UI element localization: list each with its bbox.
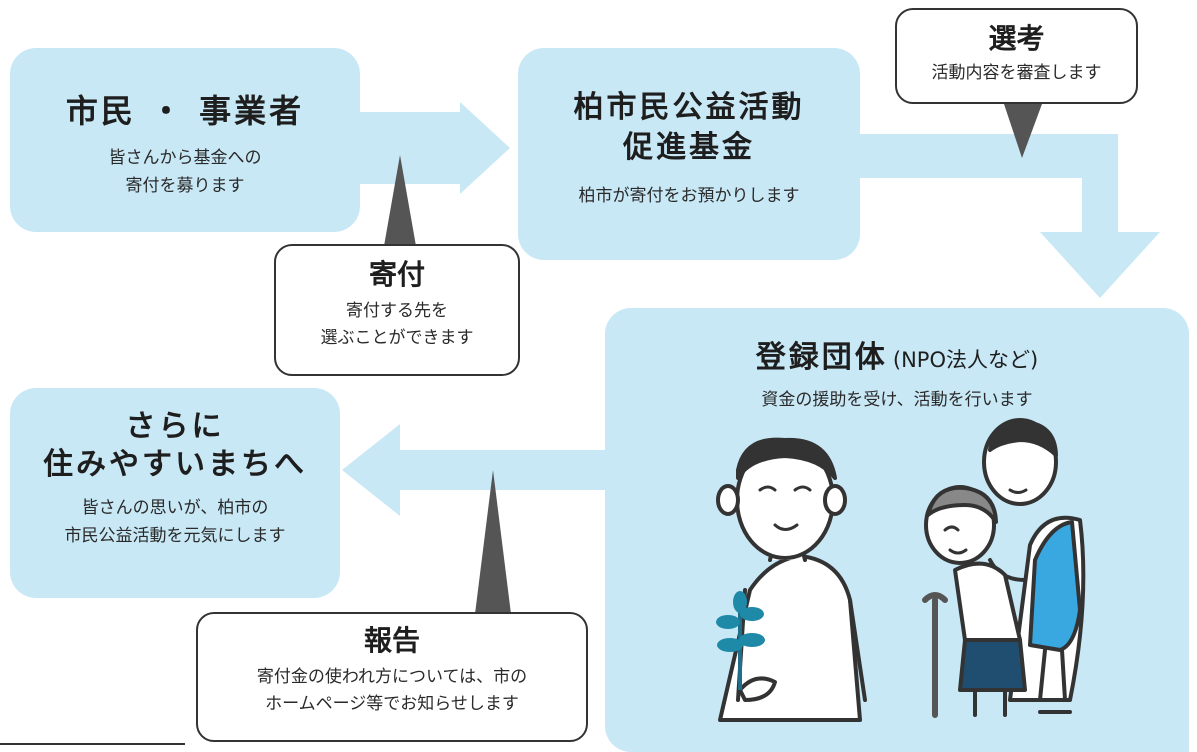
node-city-title-line1: さらに <box>125 409 225 444</box>
node-groups-title-suffix: (NPO法人など) <box>892 348 1039 372</box>
callout-selection-title: 選考 <box>988 22 1045 55</box>
node-groups-desc: 資金の援助を受け、活動を行います <box>761 390 1033 410</box>
node-citizens-title: 市民 ・ 事業者 <box>65 92 305 130</box>
callout-donation: 寄付 寄付する先を 選ぶことができます <box>274 244 520 376</box>
node-fund: 柏市民公益活動 促進基金 柏市が寄付をお預かりします <box>518 48 860 260</box>
arrow-groups-to-city <box>342 424 605 516</box>
arrow-fund-to-groups <box>850 134 1160 298</box>
node-fund-title-line1: 柏市民公益活動 <box>573 90 805 125</box>
node-groups: 登録団体 (NPO法人など) 資金の援助を受け、活動を行います <box>605 308 1189 752</box>
callout-selection: 選考 活動内容を審査します <box>895 8 1138 104</box>
callout-report: 報告 寄付金の使われ方については、市の ホームページ等でお知らせします <box>196 612 588 742</box>
callout-report-desc: 寄付金の使われ方については、市の ホームページ等でお知らせします <box>256 667 528 714</box>
node-city-desc: 皆さんの思いが、柏市の 市民公益活動を元気にします <box>64 498 286 546</box>
arrow-citizens-to-fund <box>350 102 510 194</box>
node-city: さらに 住みやすいまちへ 皆さんの思いが、柏市の 市民公益活動を元気にします <box>10 388 340 598</box>
node-fund-title-line2: 促進基金 <box>623 130 755 165</box>
node-groups-title: 登録団体 <box>755 340 888 375</box>
node-citizens: 市民 ・ 事業者 皆さんから基金への 寄付を募ります <box>10 48 360 232</box>
elderly-woman <box>922 485 1027 718</box>
callout-donation-title: 寄付 <box>368 258 425 291</box>
pointer-report <box>475 470 511 614</box>
node-city-title-line2: 住みやすいまちへ <box>43 447 307 482</box>
callout-donation-desc: 寄付する先を 選ぶことができます <box>320 301 474 348</box>
node-groups-title-row: 登録団体 (NPO法人など) <box>605 338 1189 382</box>
node-citizens-desc: 皆さんから基金への 寄付を募ります <box>108 148 262 196</box>
pointer-selection <box>1004 104 1042 158</box>
caregiver <box>982 418 1086 714</box>
pointer-donation <box>384 155 416 246</box>
callout-selection-desc: 活動内容を審査します <box>931 63 1102 83</box>
callout-report-title: 報告 <box>363 624 420 657</box>
man-with-plant <box>716 437 867 722</box>
plant-sprout <box>716 591 765 690</box>
node-fund-desc: 柏市が寄付をお預かりします <box>578 186 800 206</box>
